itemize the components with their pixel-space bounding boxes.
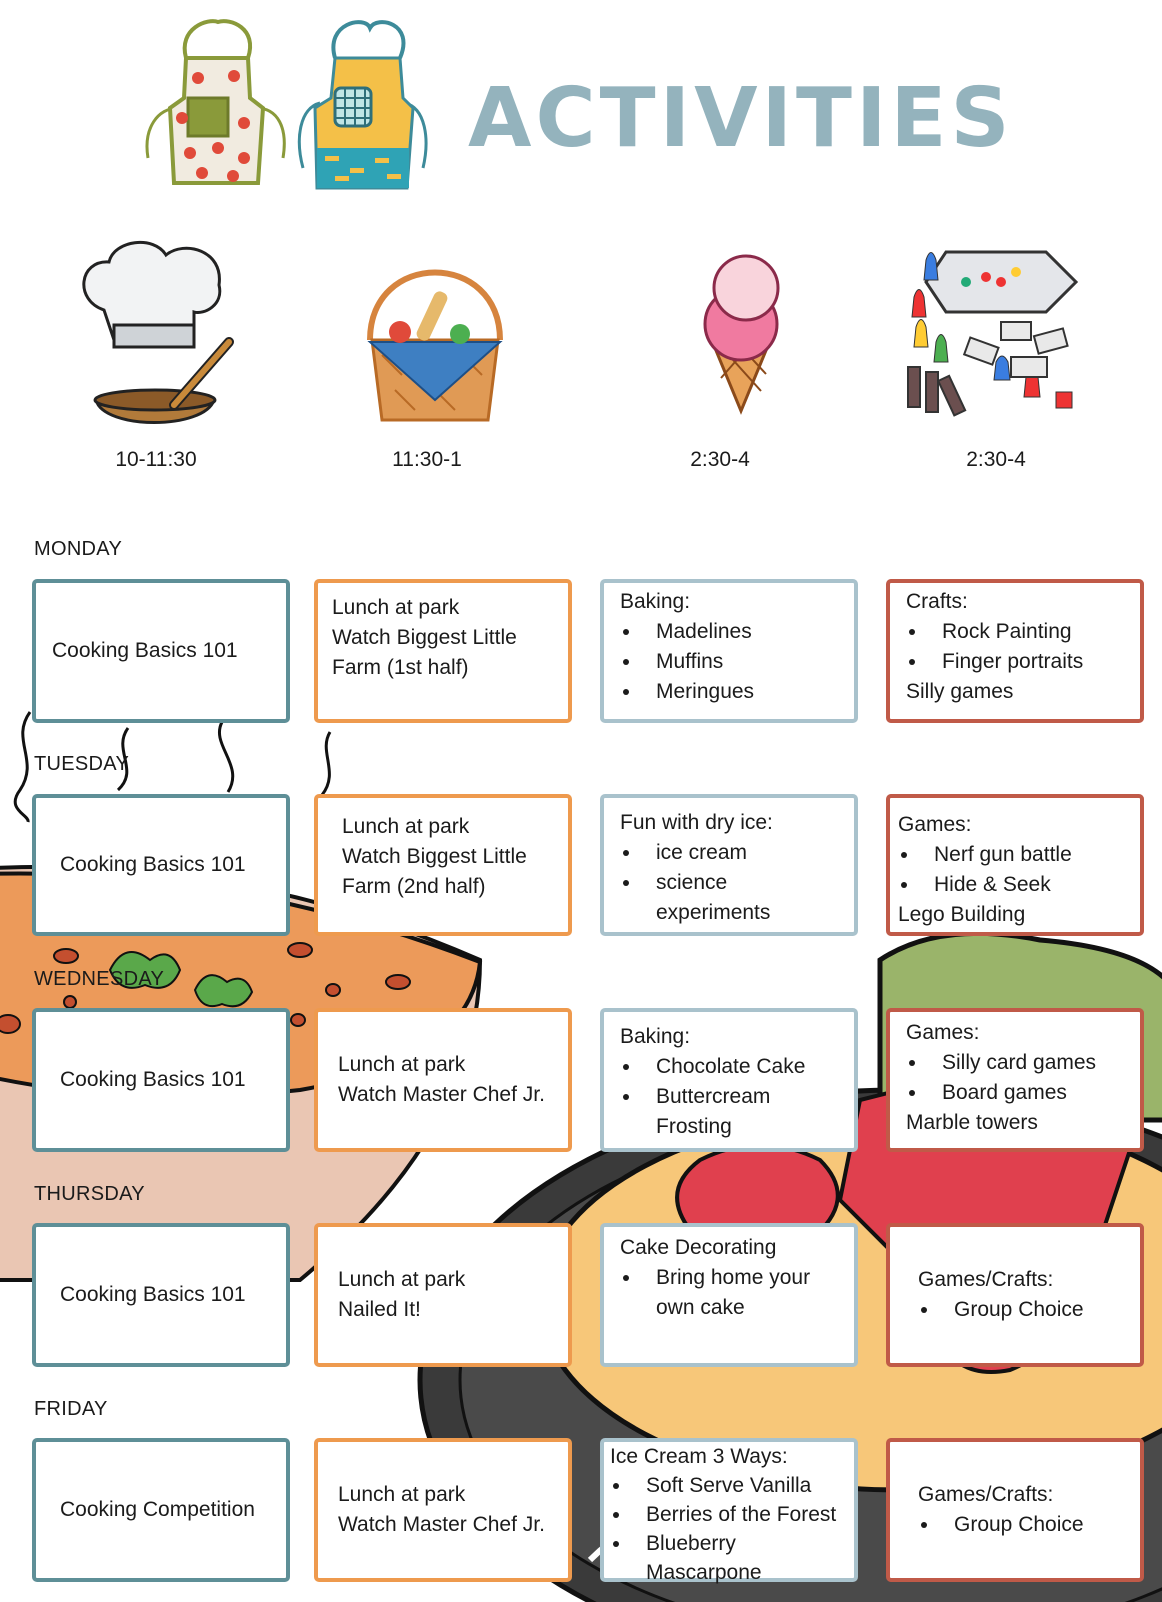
time-slot-4: 2:30-4	[966, 448, 1026, 471]
session-3-list: Soft Serve Vanilla Berries of the Forest…	[610, 1471, 854, 1587]
session-2-line: Farm (2nd half)	[342, 875, 486, 898]
session-3-list: Bring home your own cake	[620, 1263, 854, 1323]
list-item: Madelines	[642, 617, 854, 647]
wednesday-session-3: Baking: Chocolate Cake Buttercream Frost…	[600, 1008, 858, 1152]
monday-session-4: Crafts: Rock Painting Finger portraits S…	[886, 579, 1144, 723]
session-2-line: Watch Master Chef Jr.	[338, 1513, 545, 1536]
monday-session-2: Lunch at park Watch Biggest Little Farm …	[314, 579, 572, 723]
session-3-list: Madelines Muffins Meringues	[620, 617, 854, 707]
wednesday-session-4: Games: Silly card games Board games Marb…	[886, 1008, 1144, 1152]
session-2-line: Watch Master Chef Jr.	[338, 1083, 545, 1106]
board-games-icon	[907, 250, 1079, 417]
session-4-list: Nerf gun battle Hide & Seek	[898, 840, 1140, 900]
friday-session-3: Ice Cream 3 Ways: Soft Serve Vanilla Ber…	[600, 1438, 858, 1584]
list-item: Berries of the Forest	[632, 1500, 854, 1529]
session-4-list: Group Choice	[918, 1510, 1140, 1540]
session-2-line: Lunch at park	[338, 1053, 466, 1076]
list-item: science experiments	[642, 868, 786, 928]
friday-session-2: Lunch at park Watch Master Chef Jr.	[314, 1438, 572, 1582]
session-4-heading: Games/Crafts:	[918, 1268, 1054, 1291]
day-label-tuesday: TUESDAY	[34, 753, 130, 775]
list-item: Soft Serve Vanilla	[632, 1471, 854, 1500]
day-label-wednesday: WEDNESDAY	[34, 968, 165, 990]
session-4-heading: Games:	[906, 1021, 980, 1044]
list-item: Silly card games	[928, 1048, 1140, 1078]
page-title: ACTIVITIES	[468, 71, 1014, 166]
session-4-list: Rock Painting Finger portraits	[906, 617, 1140, 677]
session-1-text: Cooking Basics 101	[52, 639, 238, 662]
thursday-session-2: Lunch at park Nailed It!	[314, 1223, 572, 1367]
session-4-footer: Silly games	[906, 680, 1014, 703]
session-1-text: Cooking Basics 101	[60, 1068, 246, 1091]
ice-cream-cone-icon	[703, 254, 780, 415]
apron-yellow-icon	[297, 20, 428, 190]
session-2-line: Lunch at park	[332, 596, 460, 619]
list-item: Bring home your own cake	[642, 1263, 826, 1323]
time-slot-3: 2:30-4	[690, 448, 750, 471]
session-2-line: Watch Biggest Little	[332, 626, 517, 649]
day-label-monday: MONDAY	[34, 538, 123, 560]
session-3-heading: Baking:	[620, 1025, 691, 1048]
session-2-line: Watch Biggest Little	[342, 845, 527, 868]
day-label-friday: FRIDAY	[34, 1398, 108, 1420]
session-2-line: Lunch at park	[342, 815, 470, 838]
session-4-heading: Crafts:	[906, 590, 968, 613]
monday-session-1: Cooking Basics 101	[32, 579, 290, 723]
list-item: Group Choice	[940, 1510, 1140, 1540]
session-3-heading: Fun with dry ice:	[620, 811, 773, 834]
list-item: Blueberry Mascarpone	[632, 1529, 796, 1587]
list-item: Chocolate Cake	[642, 1052, 854, 1082]
thursday-session-4: Games/Crafts: Group Choice	[886, 1223, 1144, 1367]
session-4-list: Silly card games Board games	[906, 1048, 1140, 1108]
friday-session-1: Cooking Competition	[32, 1438, 290, 1582]
thursday-session-3: Cake Decorating Bring home your own cake	[600, 1223, 858, 1367]
session-3-heading: Ice Cream 3 Ways:	[610, 1445, 788, 1468]
session-2-line: Lunch at park	[338, 1483, 466, 1506]
session-3-heading: Baking:	[620, 590, 691, 613]
session-2-line: Nailed It!	[338, 1298, 421, 1321]
wednesday-session-2: Lunch at park Watch Master Chef Jr.	[314, 1008, 572, 1152]
list-item: Group Choice	[940, 1295, 1140, 1325]
session-4-list: Group Choice	[918, 1295, 1140, 1325]
list-item: Board games	[928, 1078, 1140, 1108]
steam-lines	[13, 711, 332, 823]
day-label-thursday: THURSDAY	[34, 1183, 145, 1205]
session-4-heading: Games:	[898, 813, 972, 836]
list-item: Finger portraits	[928, 647, 1140, 677]
tuesday-session-1: Cooking Basics 101	[32, 794, 290, 936]
apron-apple-icon	[145, 19, 286, 185]
session-3-list: ice cream science experiments	[620, 838, 854, 928]
session-4-footer: Marble towers	[906, 1111, 1038, 1134]
monday-session-3: Baking: Madelines Muffins Meringues	[600, 579, 858, 723]
session-3-list: Chocolate Cake Buttercream Frosting	[620, 1052, 854, 1142]
time-slot-2: 11:30-1	[392, 448, 462, 471]
session-3-heading: Cake Decorating	[620, 1236, 777, 1259]
time-slot-1: 10-11:30	[115, 448, 197, 471]
picnic-basket-icon	[367, 269, 503, 422]
list-item: Hide & Seek	[920, 870, 1140, 900]
list-item: ice cream	[642, 838, 854, 868]
session-4-footer: Lego Building	[898, 903, 1026, 926]
session-1-text: Cooking Basics 101	[60, 853, 246, 876]
tuesday-session-3: Fun with dry ice: ice cream science expe…	[600, 794, 858, 936]
session-2-line: Farm (1st half)	[332, 656, 469, 679]
thursday-session-1: Cooking Basics 101	[32, 1223, 290, 1367]
session-1-text: Cooking Basics 101	[60, 1283, 246, 1306]
tuesday-session-4: Games: Nerf gun battle Hide & Seek Lego …	[886, 794, 1144, 936]
list-item: Rock Painting	[928, 617, 1140, 647]
list-item: Buttercream Frosting	[642, 1082, 806, 1142]
list-item: Muffins	[642, 647, 854, 677]
session-2-line: Lunch at park	[338, 1268, 466, 1291]
wednesday-session-1: Cooking Basics 101	[32, 1008, 290, 1152]
session-4-heading: Games/Crafts:	[918, 1483, 1054, 1506]
list-item: Nerf gun battle	[920, 840, 1140, 870]
tuesday-session-2: Lunch at park Watch Biggest Little Farm …	[314, 794, 572, 936]
session-1-text: Cooking Competition	[60, 1498, 255, 1521]
friday-session-4: Games/Crafts: Group Choice	[886, 1438, 1144, 1582]
chef-hat-bowl-icon	[82, 240, 234, 424]
list-item: Meringues	[642, 677, 854, 707]
